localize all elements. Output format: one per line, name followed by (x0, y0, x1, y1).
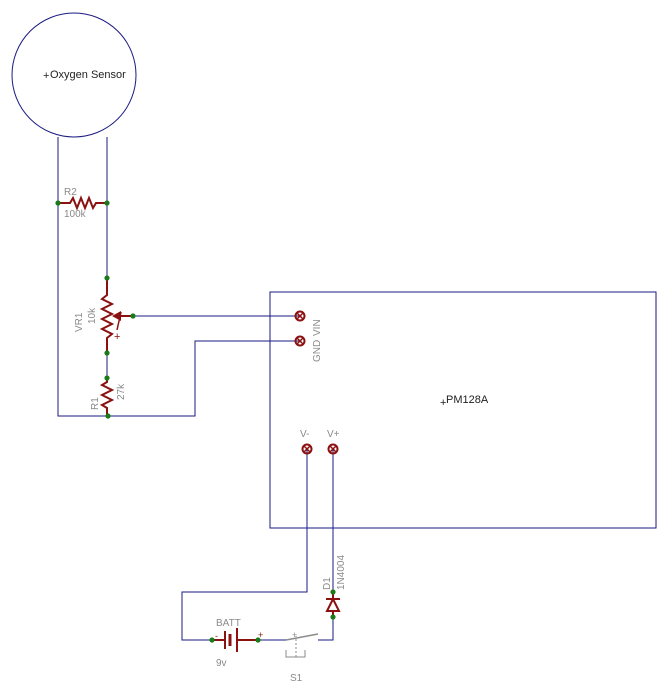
vr1-wiper-arrow (112, 311, 121, 321)
vr1-value: 10k (87, 307, 98, 324)
batt-plus: + (258, 630, 263, 640)
pin-vminus (301, 443, 313, 455)
vr1-adjust-mark: + (114, 331, 120, 343)
junction-d1-top (330, 589, 336, 595)
wire-diode-switch (318, 617, 334, 641)
r2-ref: R2 (64, 187, 77, 198)
junction-batt-minus (209, 637, 215, 643)
oxygen-sensor-label: Oxygen Sensor (50, 69, 126, 81)
vr1-adjust-line (116, 311, 122, 331)
junction-r2-right (104, 200, 110, 206)
batt-ref: BATT (216, 618, 241, 629)
r1-ref: R1 (90, 397, 101, 410)
pin-vplus-label: V+ (327, 429, 340, 440)
pin-gnd-label: GND (312, 340, 323, 362)
junction-dots (55, 200, 336, 643)
junction-r1-bottom (105, 413, 111, 419)
vr1-ref: VR1 (74, 312, 85, 332)
junction-vr1-top (104, 275, 110, 281)
s1-plus: + (292, 630, 297, 640)
d1-value: 1N4004 (336, 555, 347, 590)
wires (57, 137, 334, 641)
pin-vin-label: VIN (312, 319, 323, 336)
wire-vminus-batt (181, 449, 308, 641)
oxygen-sensor-circle (11, 12, 137, 138)
sensor-origin-cross: + (43, 70, 49, 82)
junction-d1-bottom (330, 614, 336, 620)
junction-vr1-bottom (104, 350, 110, 356)
junction-vr1-wiper (130, 313, 136, 319)
d1-ref: D1 (322, 577, 333, 590)
pin-gnd (294, 335, 306, 347)
battery (212, 628, 258, 652)
wire-sensor-left (57, 137, 108, 417)
pin-vin (294, 310, 306, 322)
s1-switch (285, 633, 319, 658)
pin-vminus-label: V- (300, 429, 309, 440)
junction-r2-left (55, 200, 61, 206)
s1-ref: S1 (290, 673, 303, 684)
batt-value: 9v (216, 658, 227, 669)
batt-minus: - (215, 631, 218, 641)
junction-r1-top (104, 375, 110, 381)
r1-value: 27k (116, 383, 127, 400)
r2-value: 100k (64, 209, 87, 220)
r2-resistor (58, 195, 107, 211)
pm128a-origin-cross: + (440, 397, 446, 409)
wire-r1-gnd (108, 340, 300, 417)
pm128a-outline (269, 291, 657, 529)
junction-batt-plus (255, 637, 261, 643)
pm128a-label: PM128A (446, 394, 489, 406)
vr1-resistor (99, 280, 115, 353)
d1-diode (325, 592, 341, 617)
r1-resistor (99, 378, 115, 416)
pin-vplus (327, 443, 339, 455)
